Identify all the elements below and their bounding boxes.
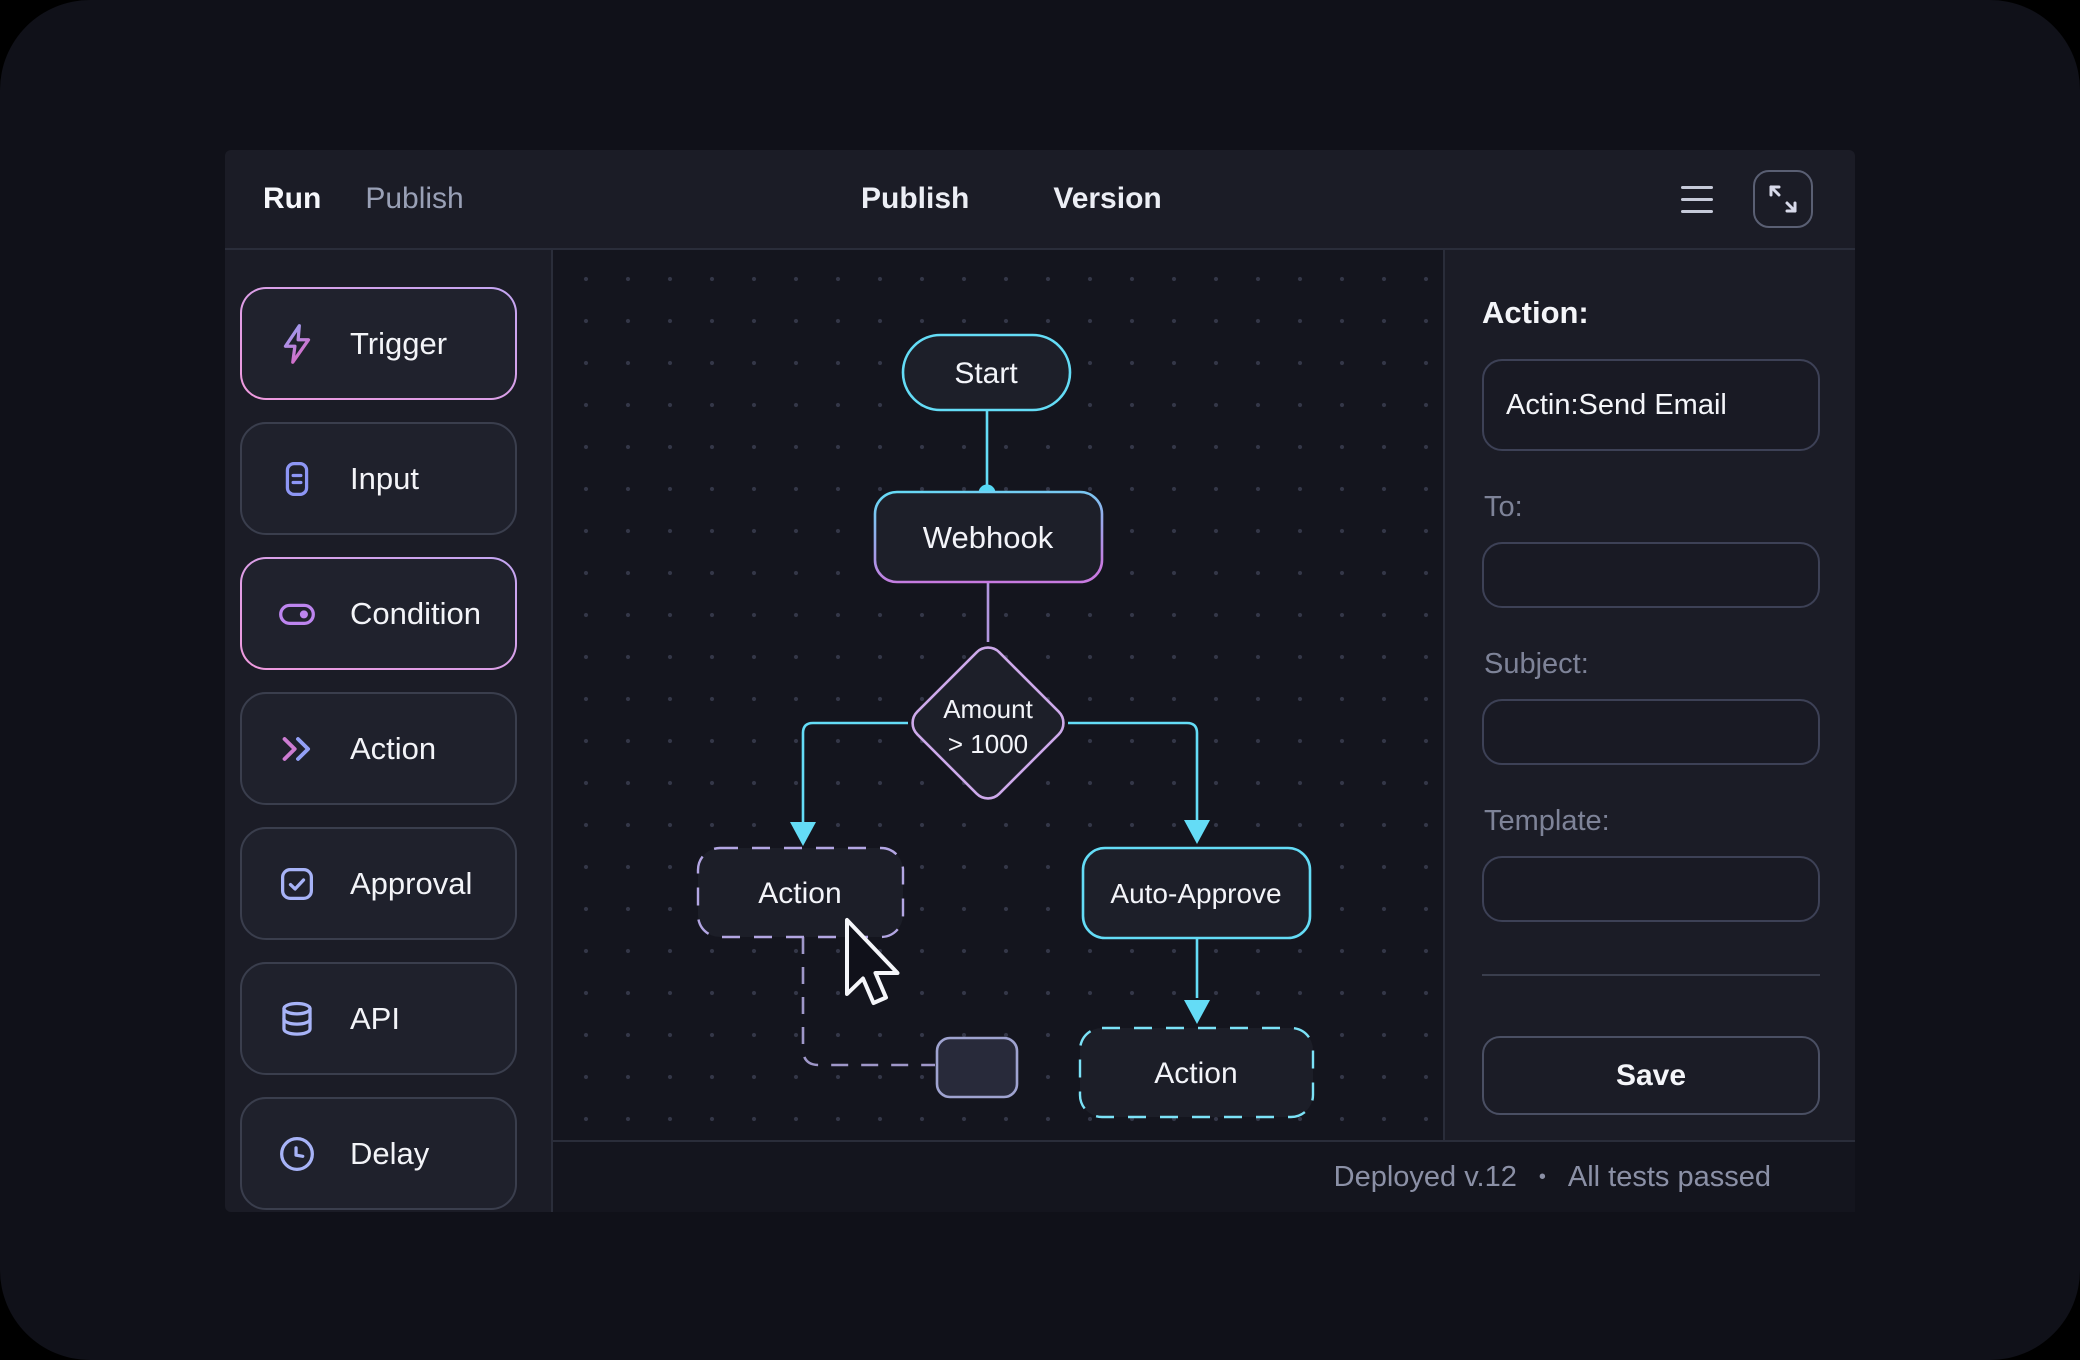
publish-nav-button[interactable]: Publish — [365, 182, 464, 215]
node-placeholder[interactable] — [935, 1036, 1019, 1099]
arrowhead-icon — [1184, 1000, 1210, 1024]
sidebar-item-delay[interactable]: Delay — [240, 1097, 517, 1210]
header: Run Publish Publish Version — [225, 150, 1855, 250]
double-chevron-icon — [282, 736, 311, 761]
sidebar-item-label: Action — [350, 730, 437, 766]
node-auto-approve-label: Auto-Approve — [1110, 878, 1281, 909]
sidebar-item-approval[interactable]: Approval — [240, 827, 517, 940]
run-button[interactable]: Run — [263, 182, 322, 215]
checkbox-icon — [280, 867, 314, 900]
inspector-panel: Action: To: Subject: Template: Save — [1443, 250, 1855, 1140]
node-condition-label-line1: Amount — [943, 694, 1033, 724]
node-palette-sidebar: Trigger Input Condition — [225, 250, 553, 1212]
save-button[interactable]: Save — [1482, 1036, 1820, 1115]
subject-input[interactable] — [1482, 699, 1820, 765]
expand-button[interactable] — [1753, 170, 1813, 228]
clock-icon — [280, 1136, 314, 1171]
lightning-icon — [283, 323, 311, 364]
inspector-title: Action: — [1482, 295, 1589, 330]
sidebar-item-condition[interactable]: Condition — [240, 557, 517, 670]
node-action-left-label: Action — [758, 877, 841, 910]
sidebar-item-action[interactable]: Action — [240, 692, 517, 805]
workflow-canvas[interactable]: Start Webhook Amount > 1000 Action — [553, 250, 1443, 1140]
sidebar-item-label: Condition — [350, 595, 481, 631]
expand-icon — [1769, 185, 1797, 213]
arrowhead-icon — [1184, 820, 1210, 844]
deployed-status: Deployed v.12 — [1333, 1160, 1517, 1193]
toggle-icon — [279, 603, 315, 625]
mouse-cursor-icon — [845, 918, 900, 1005]
arrowhead-icon — [790, 822, 816, 846]
document-icon — [285, 461, 309, 496]
sidebar-item-label: Delay — [350, 1135, 430, 1171]
hamburger-icon[interactable] — [1681, 185, 1713, 213]
status-bar: Deployed v.12 • All tests passed — [553, 1140, 1855, 1212]
node-webhook-label: Webhook — [923, 520, 1054, 555]
version-button[interactable]: Version — [1053, 182, 1162, 215]
sidebar-item-label: Approval — [350, 865, 473, 901]
node-condition-label-line2: > 1000 — [948, 729, 1028, 759]
template-input[interactable] — [1482, 856, 1820, 922]
database-icon — [282, 1001, 312, 1036]
status-separator-dot: • — [1538, 1165, 1546, 1188]
edge-condition-action-left — [801, 721, 908, 822]
node-webhook[interactable]: Webhook — [873, 490, 1104, 584]
node-action-bottom-label: Action — [1154, 1057, 1237, 1090]
tests-status: All tests passed — [1567, 1160, 1771, 1193]
inspector-divider — [1482, 974, 1820, 976]
edge-condition-auto-approve — [1068, 721, 1199, 820]
publish-button[interactable]: Publish — [861, 182, 970, 215]
sidebar-item-label: API — [350, 1000, 400, 1036]
node-action-left[interactable]: Action — [696, 846, 905, 939]
template-label: Template: — [1484, 805, 1610, 837]
node-condition-diamond[interactable]: Amount > 1000 — [906, 641, 1070, 805]
sidebar-item-label: Trigger — [350, 325, 448, 361]
sidebar-item-label: Input — [350, 460, 419, 496]
to-input[interactable] — [1482, 542, 1820, 608]
node-start-label: Start — [954, 357, 1018, 390]
sidebar-item-api[interactable]: API — [240, 962, 517, 1075]
node-action-bottom[interactable]: Action — [1078, 1026, 1315, 1119]
sidebar-item-input[interactable]: Input — [240, 422, 517, 535]
edge-action-placeholder-dashed — [801, 937, 935, 1067]
node-start[interactable]: Start — [901, 333, 1072, 412]
sidebar-item-trigger[interactable]: Trigger — [240, 287, 517, 400]
subject-label: Subject: — [1484, 648, 1589, 680]
node-auto-approve[interactable]: Auto-Approve — [1081, 846, 1312, 940]
to-label: To: — [1484, 491, 1523, 523]
workflow-builder-window: Run Publish Publish Version — [225, 150, 1855, 1212]
action-type-input[interactable] — [1482, 359, 1820, 451]
